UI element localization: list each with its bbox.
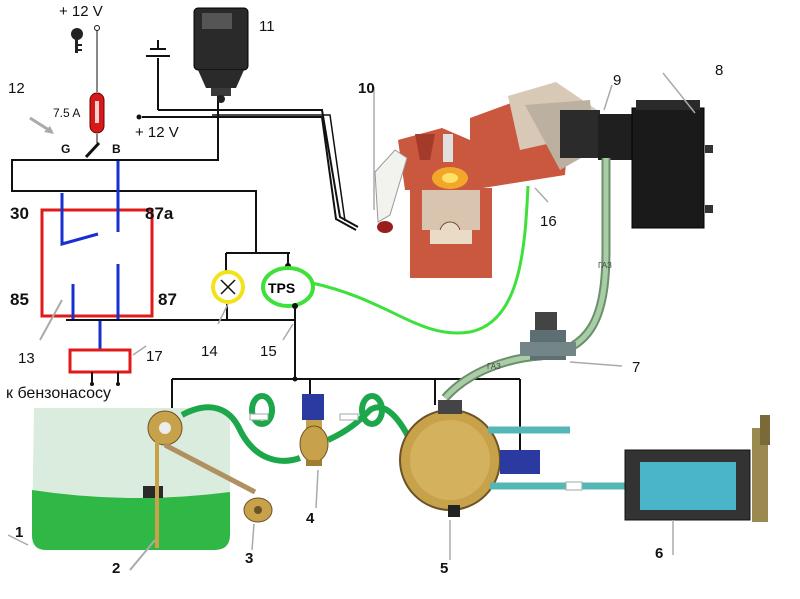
pump-connector	[68, 348, 132, 374]
callout-13: 13	[18, 350, 35, 367]
hose-label-gas-lower: ГАЗ	[487, 362, 501, 371]
callout-2: 2	[112, 560, 120, 577]
tps-sensor	[261, 266, 315, 308]
switch-label-g: G	[61, 142, 70, 156]
callout-11: 11	[259, 18, 275, 35]
engine-cutaway	[398, 82, 600, 278]
callout-7: 7	[632, 359, 640, 376]
callout-8: 8	[715, 62, 723, 79]
pump-caption: к бензонасосу	[6, 385, 111, 402]
supply-12v-label-top: + 12 V	[59, 3, 103, 20]
callout-16: 16	[540, 213, 557, 230]
relay-box	[40, 208, 154, 318]
vaporizer	[399, 400, 540, 517]
relay-pin-87: 87	[158, 290, 177, 309]
relay-pin-85: 85	[10, 290, 29, 309]
callout-14: 14	[201, 343, 218, 360]
callout-6: 6	[655, 545, 663, 562]
callout-10: 10	[358, 80, 375, 97]
callout-5: 5	[440, 560, 448, 577]
callout-3: 3	[245, 550, 253, 567]
callout-9: 9	[613, 72, 621, 89]
callout-17: 17	[146, 348, 163, 365]
fuel-pipe-2	[326, 404, 413, 443]
tps-signal-wire	[311, 185, 530, 335]
hose-label-gas-upper: ГАЗ	[598, 261, 612, 270]
callout-15: 15	[260, 343, 277, 360]
lpg-tank	[32, 408, 230, 550]
air-filter	[598, 100, 713, 229]
switch-label-b: B	[112, 142, 121, 156]
fuse-icon	[89, 92, 105, 134]
gas-injector	[374, 149, 408, 233]
relay-pin-87a: 87a	[145, 204, 174, 223]
supply-12v-label-mid: + 12 V	[135, 124, 179, 141]
mixer-valve	[520, 312, 576, 360]
filler-valve	[243, 497, 273, 523]
ground-symbol-icon	[146, 40, 170, 57]
ignition-key-icon	[71, 28, 83, 53]
tps-label: TPS	[268, 280, 295, 296]
callout-1: 1	[15, 524, 23, 541]
heater-core	[624, 415, 770, 522]
fuel-pipe-1	[180, 404, 301, 464]
indicator-lamp-icon	[211, 270, 245, 304]
callout-12: 12	[8, 80, 25, 97]
ecu-module	[193, 7, 249, 103]
solenoid-valve	[299, 394, 329, 466]
callout-4: 4	[306, 510, 315, 527]
multivalve	[147, 410, 257, 548]
relay-pin-30: 30	[10, 204, 29, 223]
fuse-rating: 7.5 A	[53, 106, 80, 120]
